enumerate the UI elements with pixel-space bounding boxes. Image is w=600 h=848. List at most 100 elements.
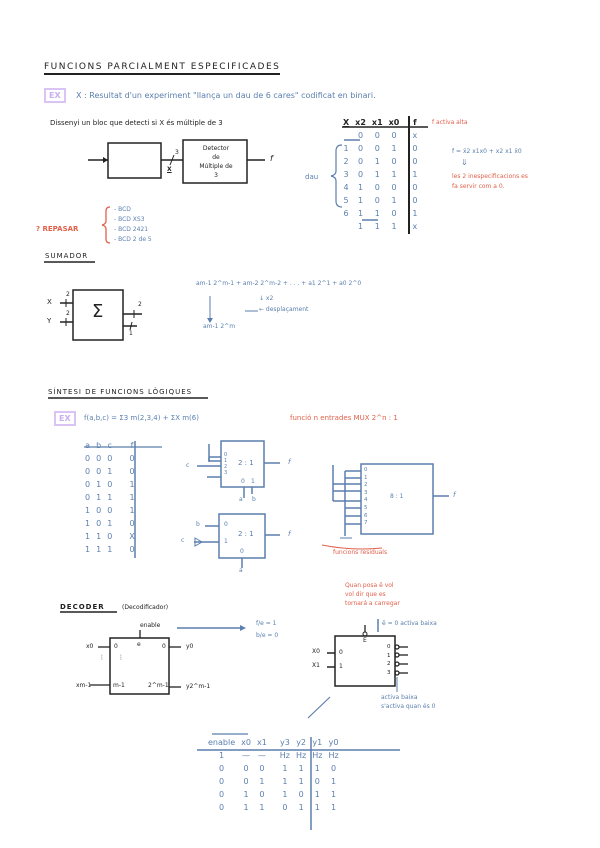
- header-cell: x0: [241, 738, 251, 747]
- shift-result: am-1 2^m: [203, 323, 236, 330]
- out-pin-last: 2^m-1: [148, 682, 169, 689]
- list-item: - BCD: [114, 206, 131, 213]
- shift-note: ← desplaçament: [259, 306, 309, 313]
- red-underline: [321, 544, 383, 550]
- list-item: - BCD 2421: [114, 226, 149, 233]
- pin-m-1: m-1: [113, 682, 125, 689]
- header-cell: x1: [256, 738, 267, 747]
- header-cell: y1: [312, 738, 323, 747]
- example-text: X : Resultat d'un experiment "llança un …: [76, 91, 376, 100]
- bus-width: 2: [138, 301, 142, 308]
- formula: f = x̄2 x1x0 + x2 x1 x̄0: [452, 148, 522, 155]
- section-subtitle: (Decodificador): [122, 604, 169, 611]
- mux1-sel-a: a: [239, 496, 243, 503]
- section-title: SÍNTESI DE FUNCIONS LÒGIQUES: [48, 388, 193, 396]
- example-badge: EX: [54, 411, 76, 426]
- mux1-label: 2 : 1: [238, 459, 254, 467]
- input-y-label: Y: [47, 317, 52, 325]
- pin-0: 0: [114, 643, 118, 650]
- header-cell: enable: [208, 738, 236, 747]
- mux3-input-wires: [333, 470, 361, 525]
- ellipsis: ⋮: [99, 654, 105, 661]
- bus-slash: [169, 154, 175, 166]
- header-cell: f: [413, 118, 417, 127]
- mux1-input-c: c: [186, 462, 190, 469]
- dec2-pin: 1: [339, 663, 343, 670]
- inverter-icon: [194, 537, 204, 547]
- mux1-sel-pin: 0: [241, 478, 245, 485]
- header-cell: b: [96, 441, 102, 450]
- header-cell: x0: [388, 118, 400, 127]
- task-text: Dissenyi un bloc que detecti si X és múl…: [50, 119, 223, 127]
- out-pin-0: 0: [162, 643, 166, 650]
- mux2-input-b: b: [196, 521, 200, 528]
- mux2-label: 2 : 1: [238, 530, 254, 538]
- binary-series: am-1 2^m-1 + am-2 2^m-2 + . . . + a1 2^1…: [196, 280, 362, 287]
- output-f: f: [270, 154, 273, 163]
- dec2-outputs: [394, 644, 408, 676]
- header-cell: c: [107, 441, 112, 450]
- dec2-input-x0: X0: [312, 648, 320, 655]
- adder-block: [72, 289, 124, 341]
- encoder-block: [107, 142, 162, 179]
- function-expr: f(a,b,c) = Σ3 m(2,3,4) + ΣX m(6): [84, 414, 199, 422]
- output-y-last: y2^m-1: [186, 683, 211, 690]
- header-cell: y3: [279, 738, 290, 747]
- times-two: ↓ x2: [259, 295, 274, 302]
- list-item: - BCD XS3: [114, 216, 145, 223]
- review-list: - BCD - BCD XS3 - BCD 2421 - BCD 2 de 5: [114, 205, 152, 245]
- bus-width: 1: [129, 330, 133, 337]
- mux1-sel-pin: 1: [251, 478, 255, 485]
- input-xm-1: xm-1: [76, 682, 92, 689]
- header-cell: x2: [355, 118, 366, 127]
- implies-arrow: ⇓: [461, 158, 468, 167]
- detector-block: [182, 139, 248, 184]
- mux3-block: [360, 463, 434, 535]
- mux3-label: 8 : 1: [390, 493, 404, 500]
- mux2-output-f: f: [288, 530, 291, 538]
- list-item: - BCD 2 de 5: [114, 236, 152, 243]
- review-label: ? REPASAR: [36, 225, 79, 233]
- bus-width: 3: [175, 149, 179, 156]
- enable-label: enable: [140, 622, 161, 629]
- brace: [101, 206, 111, 244]
- mux1-sel-b: b: [252, 496, 256, 503]
- section-title: DECODER: [60, 603, 105, 611]
- arrowhead-icon: [103, 157, 108, 163]
- header-cell: f: [130, 441, 134, 450]
- section-title: SUMADOR: [45, 252, 89, 260]
- ellipsis: ⋮: [118, 654, 124, 661]
- header-cell: a: [85, 441, 90, 450]
- bus-width: 2: [66, 291, 70, 298]
- note-active-high: f activa alta: [432, 119, 468, 126]
- dec2-input-x1: X1: [312, 662, 320, 669]
- diagonal-pointer: [307, 696, 331, 719]
- example-badge: EX: [44, 88, 66, 103]
- header-cell: x1: [371, 118, 383, 127]
- mux-note: funció n entrades MUX 2^n : 1: [290, 414, 398, 422]
- mux2-input-c: c: [181, 537, 185, 544]
- bus-name: X: [167, 166, 172, 173]
